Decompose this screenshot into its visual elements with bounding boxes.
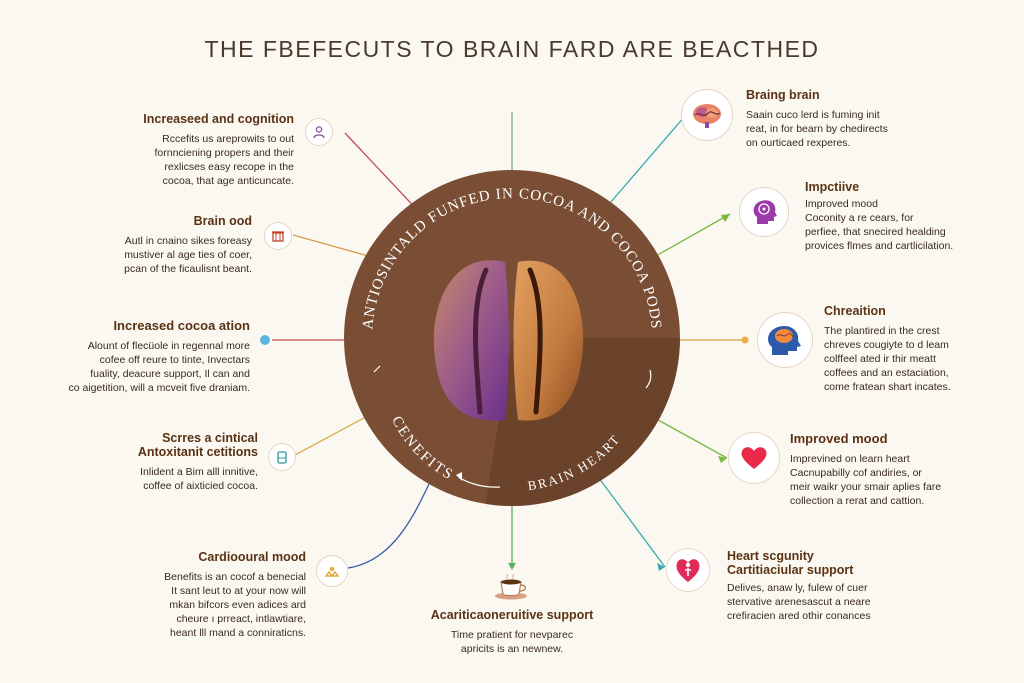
- right-item-3-heading: Chreaition: [824, 304, 886, 318]
- line: Cacnupabilly cof andiries, or: [790, 467, 922, 479]
- bottom-item-heading: Acariticaoneruitive support: [430, 608, 594, 622]
- heading-line-1: Heart scgunity: [727, 549, 814, 563]
- line: Coconity a re cears, for: [805, 212, 914, 224]
- profile-brain-icon: [757, 312, 813, 368]
- bottom-item: Acariticaoneruitive support Time pratien…: [402, 608, 622, 656]
- line: Benefits is an cocof a benecial: [164, 571, 306, 583]
- line: The plantired in the crest: [824, 325, 940, 337]
- line: mustiver al age ties of coer,: [124, 249, 252, 261]
- heart-icon: [728, 432, 780, 484]
- connector-right-5: [589, 465, 666, 568]
- scale-icon: [316, 555, 348, 587]
- line: stervative arenesascut a neare: [727, 596, 871, 608]
- person-icon: [305, 118, 333, 146]
- line: colffeel ated ir thir meatt: [824, 353, 936, 365]
- line: crefiracien ared othir conances: [727, 610, 871, 622]
- line: Rccefits us areprowits to out: [162, 133, 294, 145]
- left-item-3: Increased cocoa ation Alount of flecüole…: [36, 318, 251, 395]
- right-item-2-heading: Impctiive: [805, 180, 860, 194]
- line: heant lll mand a conniraticns.: [170, 627, 306, 639]
- heading-line-2: Antoxitanit cetitions: [137, 445, 258, 459]
- right-item-1: Braing brain Saain cuco lerd is fuming i…: [746, 88, 946, 150]
- line: reat, in for bearn by chedirects: [746, 123, 888, 135]
- right-item-1-heading: Braing brain: [746, 88, 820, 102]
- line: cocoa, that age anticuncate.: [162, 175, 294, 187]
- line: fornnciening propers and their: [154, 147, 294, 159]
- line: Inlident a Bim alll innitive,: [140, 466, 258, 478]
- page-title: THE FBEFECUTS TO BRAIN FARD ARE BEACTHED: [204, 36, 820, 62]
- connector-right-1: [603, 115, 686, 211]
- circle-arrow-bottom: [459, 477, 501, 488]
- line: collection a rerat and cattion.: [790, 495, 925, 507]
- line: chreves cougiyte to d leam: [824, 339, 949, 351]
- circle-arrow-right: [645, 369, 652, 389]
- left-item-5: Cardiooural mood Benefits is an cocof a …: [106, 550, 306, 640]
- line: perfiee, that snecired healding: [805, 226, 946, 238]
- line: Imprevined on learn heart: [790, 453, 910, 465]
- line: co aigetition, will a mcveit five drania…: [68, 382, 251, 394]
- circle-arrow-left: [373, 365, 381, 373]
- line: meir waikr your smair aplies fare: [790, 481, 942, 493]
- line: It sant leut to at your now will: [171, 585, 306, 597]
- subheading: Improved mood: [805, 198, 878, 210]
- line: come fratean shart incates.: [824, 381, 951, 393]
- line: fuality, deacure support, Il can and: [90, 368, 250, 380]
- head-brain-icon: [739, 187, 789, 237]
- connector-left-1: [344, 132, 423, 216]
- line: provices flmes and cartlicilation.: [805, 240, 954, 252]
- line: cheure ı prreact, intlawtiare,: [176, 613, 306, 625]
- line: Saain cuco lerd is fuming init: [746, 109, 880, 121]
- heart-person-icon: [666, 548, 710, 592]
- line: cofee off reure to tinte, Invectars: [99, 354, 250, 366]
- line: Delives, anaw ly, fulew of cuer: [727, 582, 868, 594]
- line: mkan bifcors even adices ard: [169, 599, 306, 611]
- right-item-4-heading: Improved mood: [790, 431, 888, 446]
- heading-line-1: Scrres a cintical: [162, 431, 258, 445]
- flask-icon: [268, 443, 296, 471]
- left-item-5-heading: Cardiooural mood: [198, 550, 306, 564]
- left-item-1: Increaseed and cognition Rccefits us are…: [96, 112, 294, 188]
- left-item-3-heading: Increased cocoa ation: [113, 318, 250, 333]
- heading-line-2: Cartitiaciular support: [727, 563, 854, 577]
- line: Alount of flecüole in regennal more: [87, 340, 250, 352]
- line: pcan of the ficaulisnt beant.: [124, 263, 252, 275]
- building-icon: [264, 222, 292, 250]
- line: coffees and an estaciation,: [824, 367, 949, 379]
- connector-left-5: [347, 469, 437, 569]
- line: coffee of aixticied cocoa.: [143, 480, 258, 492]
- line: on ourticaed rexperes.: [746, 137, 851, 149]
- cocoa-bean-illustration: [433, 260, 584, 421]
- brain-icon: [681, 89, 733, 141]
- line: apricits is an newnew.: [460, 643, 564, 655]
- coffee-cup-icon: [492, 573, 532, 603]
- line: Time pratient for nevparec: [450, 629, 574, 641]
- left-item-1-heading: Increaseed and cognition: [143, 112, 294, 126]
- left-item-2-heading: Brain ood: [193, 214, 252, 228]
- left-item-2: Brain ood Autl in cnaino sikes foreasy mu…: [60, 214, 252, 276]
- line: Autl in cnaino sikes foreasy: [124, 235, 252, 247]
- right-item-3: Chreaition The plantired in the crest chr…: [824, 304, 1004, 394]
- line: rexlicses easy recope in the: [164, 161, 294, 173]
